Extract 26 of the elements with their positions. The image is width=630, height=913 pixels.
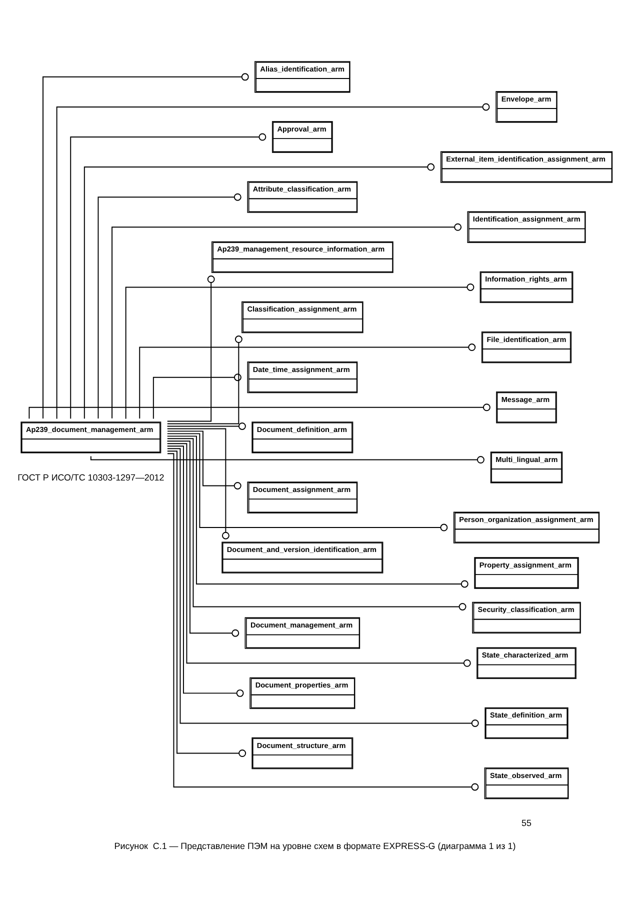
- label: ГОСТ Р ИСО/ТС 10303-1297—2012: [18, 472, 164, 482]
- connector: [42, 73, 249, 420]
- caption: Рисунок С.1 — Представление ПЭМ на уровне схем в формате EXPRESS-G (диаграмма 1 из 1): [114, 840, 516, 851]
- connector: [167, 453, 479, 791]
- connector: [139, 344, 476, 420]
- connector: [84, 163, 435, 420]
- connector: [166, 433, 448, 532]
- connector: [166, 446, 244, 697]
- connector: [166, 440, 240, 637]
- connector: [166, 443, 471, 667]
- connector: [166, 448, 479, 727]
- connector: [166, 422, 246, 430]
- connector: [28, 404, 490, 420]
- label: 55: [522, 818, 532, 828]
- connector: [70, 133, 266, 420]
- connector: [166, 336, 242, 424]
- connector: [166, 276, 215, 422]
- connector: [125, 283, 474, 420]
- connector: [166, 428, 230, 540]
- connector: [166, 450, 246, 757]
- connector: [98, 193, 242, 420]
- connector: [167, 430, 242, 490]
- connector: [90, 456, 484, 464]
- connector: [56, 103, 490, 420]
- connector: [152, 374, 242, 420]
- connector: [112, 223, 462, 419]
